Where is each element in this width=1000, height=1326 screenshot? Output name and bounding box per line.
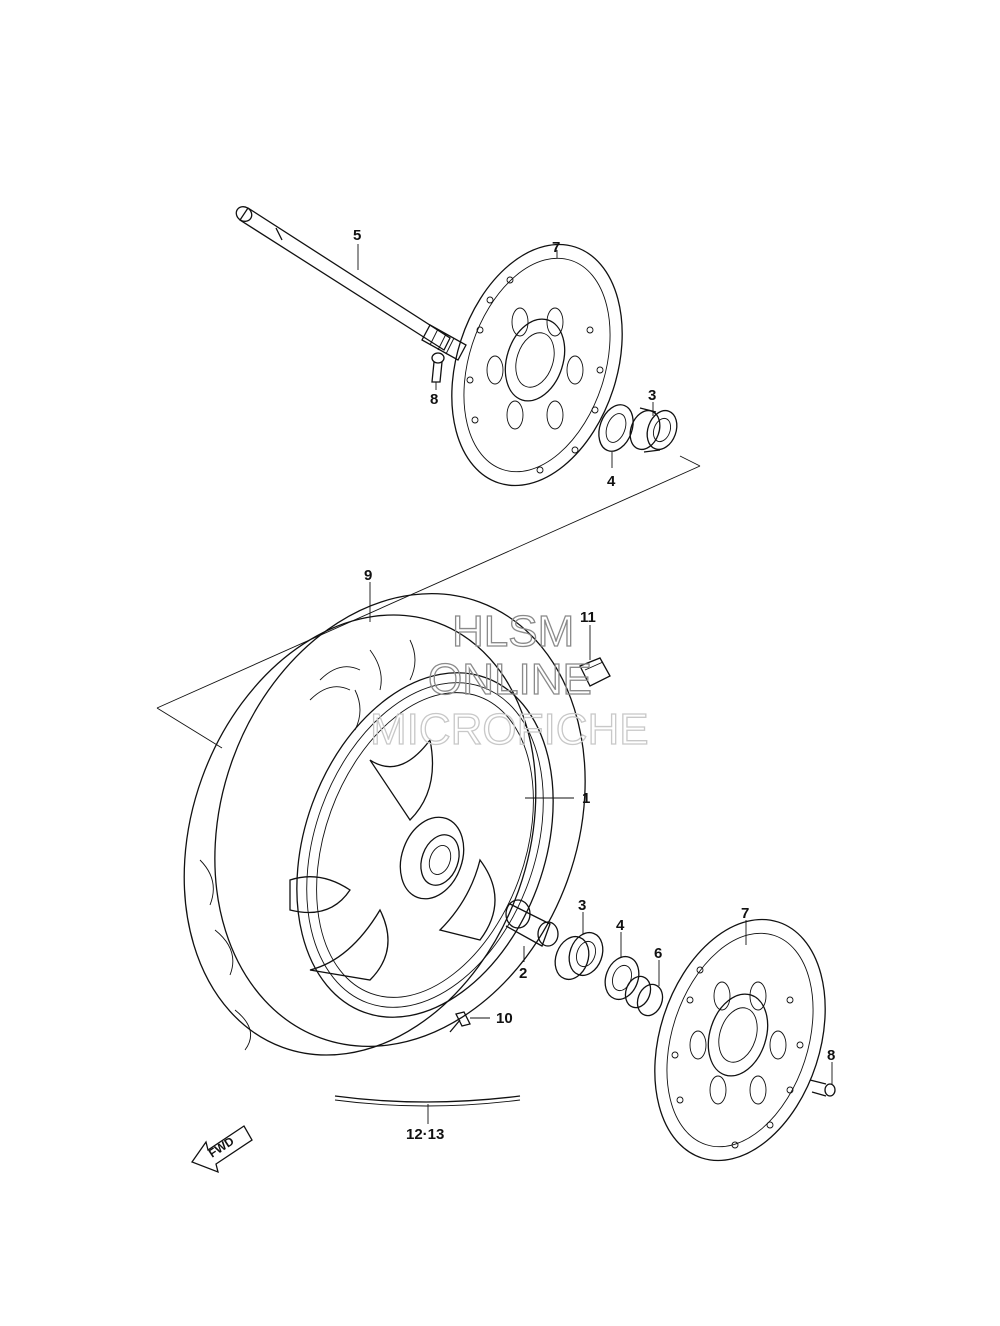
bearing-lower[interactable] [549,928,608,984]
disc-bolt-upper[interactable] [431,352,445,383]
oil-seal-upper[interactable] [593,400,639,456]
balancer-weight[interactable] [579,657,611,687]
brake-disc-upper[interactable] [423,222,652,507]
callout-3-lower: 3 [578,897,586,914]
watermark: HLSM ONLINE MICROFICHE [369,606,649,754]
watermark-line-3: MICROFICHE [370,705,649,754]
leader-lines [357,244,833,1124]
spacer[interactable] [505,899,559,947]
callouts: 5 7 8 3 4 9 11 1 3 4 6 2 7 8 10 12·13 [353,227,835,1143]
callout-11: 11 [580,609,596,626]
oil-seal-lower[interactable] [599,952,644,1004]
explode-guide-lines [156,455,701,749]
watermark-line-1: HLSM [452,607,574,656]
disc-bolt-lower[interactable] [809,1079,836,1097]
collar[interactable] [621,973,666,1019]
watermark-line-2: ONLINE [428,655,592,704]
callout-8-upper: 8 [430,391,438,408]
callout-1: 1 [582,790,590,807]
callout-7-lower: 7 [741,905,749,922]
callout-2: 2 [519,965,527,982]
callout-6: 6 [654,945,662,962]
axle-part[interactable] [233,204,467,361]
callout-3-upper: 3 [648,387,656,404]
tire-valve[interactable] [449,1011,471,1033]
callout-4-upper: 4 [607,473,616,490]
brake-disc-lower[interactable] [626,897,855,1182]
tire-and-wheel[interactable] [125,541,647,1105]
callout-12-13: 12·13 [406,1126,444,1143]
callout-5: 5 [353,227,361,244]
callout-9: 9 [364,567,372,584]
balance-weight-strip[interactable] [334,1095,521,1107]
fwd-arrow: FWD [190,1125,253,1174]
fwd-label: FWD [206,1134,237,1161]
bearing-upper[interactable] [625,406,682,453]
callout-10: 10 [496,1010,513,1027]
callout-4-lower: 4 [616,917,625,934]
callout-8-lower: 8 [827,1047,835,1064]
callout-7-upper: 7 [552,239,560,256]
